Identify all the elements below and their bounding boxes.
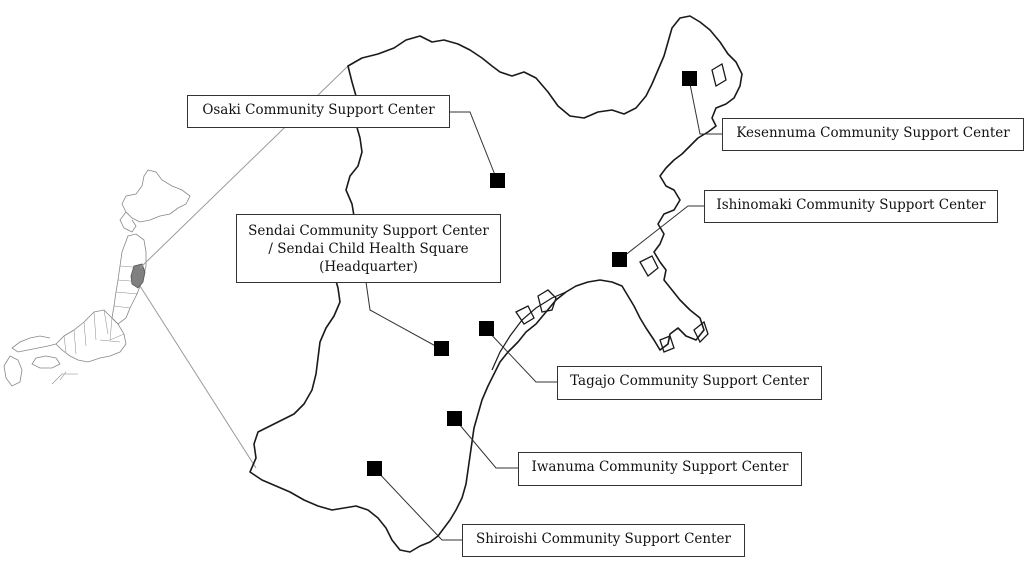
label-sendai-line-1: Sendai Community Support Center [248,223,489,239]
label-ishinomaki[interactable]: Ishinomaki Community Support Center [704,190,998,223]
miyagi-highlight [130,263,146,289]
marker-iwanuma[interactable] [447,411,462,426]
zoom-line-bottom [139,285,257,469]
marker-tagajo[interactable] [479,321,494,336]
leader-kesennuma [688,78,722,135]
label-osaki[interactable]: Osaki Community Support Center [187,95,450,128]
label-sendai-line-2: / Sendai Child Health Square [268,241,469,257]
label-iwanuma-line-1: Iwanuma Community Support Center [531,459,789,475]
marker-sendai[interactable] [434,341,449,356]
miyagi-outline [249,15,743,553]
coastal-islands [515,62,727,353]
label-kesennuma-line-1: Kesennuma Community Support Center [736,125,1010,141]
hokkaido-outline [121,169,191,223]
marker-osaki[interactable] [490,173,505,188]
label-shiroishi-line-1: Shiroishi Community Support Center [476,531,731,547]
marker-ishinomaki[interactable] [612,252,627,267]
leader-shiroishi [373,467,462,541]
japan-inset-map [3,169,191,387]
label-sendai-line-3: (Headquarter) [319,259,418,275]
leader-iwanuma [453,417,518,469]
label-tagajo-line-1: Tagajo Community Support Center [570,373,809,389]
label-ishinomaki-line-1: Ishinomaki Community Support Center [716,197,986,213]
marker-kesennuma[interactable] [682,71,697,86]
leader-lines [365,78,722,541]
marker-shiroishi[interactable] [367,461,382,476]
label-tagajo[interactable]: Tagajo Community Support Center [557,366,822,400]
hokkaido-peninsula [119,211,137,233]
honshu-west-outline [11,335,57,353]
honshu-central-outline [55,309,127,363]
prefecture-borders [63,265,145,355]
label-kesennuma[interactable]: Kesennuma Community Support Center [722,118,1024,151]
leader-tagajo [485,328,557,383]
leader-sendai [365,281,442,350]
sendai-bay-curve [491,291,567,371]
label-iwanuma[interactable]: Iwanuma Community Support Center [518,452,802,486]
markers [367,71,697,476]
tohoku-outline [111,233,147,325]
shikoku-outline [31,355,61,369]
kyushu-outline [3,355,23,387]
leader-osaki [450,111,498,181]
okinawa-frame [51,371,78,385]
leader-ishinomaki [618,205,704,261]
label-sendai[interactable]: Sendai Community Support Center / Sendai… [236,214,501,283]
label-shiroishi[interactable]: Shiroishi Community Support Center [462,524,745,557]
label-osaki-line-1: Osaki Community Support Center [202,102,435,118]
